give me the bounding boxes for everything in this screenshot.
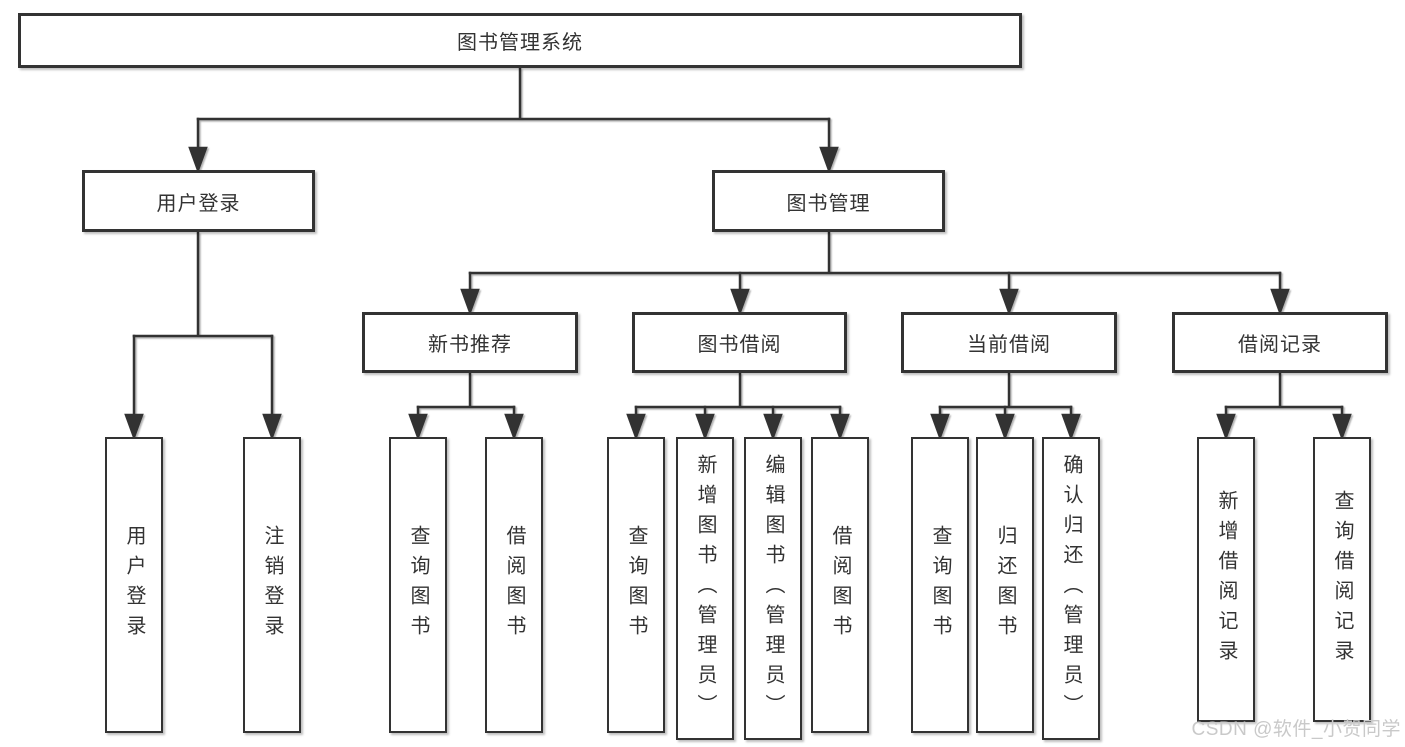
- node-new-book-recommend: 新书推荐: [362, 312, 578, 373]
- leaf-logout: 注销登录: [243, 437, 301, 733]
- arrow-down-icon: [1332, 413, 1352, 441]
- arrow-down-icon: [1216, 413, 1236, 441]
- arrow-down-icon: [504, 413, 524, 441]
- leaf-edit-book-admin: 编辑图书（管理员）: [744, 437, 802, 740]
- arrow-down-icon: [124, 413, 144, 441]
- leaf-query-books-borrowing-label: 查询图书: [625, 525, 647, 645]
- arrow-down-icon: [188, 146, 208, 174]
- arrow-down-icon: [930, 413, 950, 441]
- leaf-return-books: 归还图书: [976, 437, 1034, 733]
- leaf-logout-label: 注销登录: [261, 525, 283, 645]
- arrow-down-icon: [763, 413, 783, 441]
- arrow-down-icon: [730, 288, 750, 316]
- node-user-login: 用户登录: [82, 170, 315, 232]
- leaf-return-books-label: 归还图书: [994, 525, 1016, 645]
- arrow-down-icon: [999, 288, 1019, 316]
- arrow-down-icon: [695, 413, 715, 441]
- leaf-borrow-books-borrowing-label: 借阅图书: [829, 525, 851, 645]
- arrow-down-icon: [460, 288, 480, 316]
- watermark: CSDN @软件_小贺同学: [1191, 719, 1401, 740]
- arrow-down-icon: [408, 413, 428, 441]
- leaf-borrow-books-borrowing: 借阅图书: [811, 437, 869, 733]
- leaf-confirm-return-admin-label: 确认归还（管理员）: [1060, 453, 1082, 724]
- node-book-borrowing: 图书借阅: [632, 312, 847, 373]
- arrow-down-icon: [830, 413, 850, 441]
- leaf-query-borrow-record-label: 查询借阅记录: [1331, 489, 1353, 670]
- leaf-query-borrow-record: 查询借阅记录: [1313, 437, 1371, 722]
- node-book-management: 图书管理: [712, 170, 945, 232]
- leaf-query-books-borrowing: 查询图书: [607, 437, 665, 733]
- leaf-user-login-label: 用户登录: [123, 525, 145, 645]
- arrow-down-icon: [819, 146, 839, 174]
- leaf-add-borrow-record-label: 新增借阅记录: [1215, 489, 1237, 670]
- connector-group: [124, 68, 1352, 441]
- leaf-add-borrow-record: 新增借阅记录: [1197, 437, 1255, 722]
- arrow-down-icon: [626, 413, 646, 441]
- node-current-borrowing: 当前借阅: [901, 312, 1117, 373]
- arrow-down-icon: [262, 413, 282, 441]
- leaf-user-login: 用户登录: [105, 437, 163, 733]
- leaf-query-books-current: 查询图书: [911, 437, 969, 733]
- leaf-query-books-recommend-label: 查询图书: [407, 525, 429, 645]
- leaf-confirm-return-admin: 确认归还（管理员）: [1042, 437, 1100, 740]
- leaf-add-book-admin-label: 新增图书（管理员）: [694, 453, 716, 724]
- leaf-borrow-books-recommend-label: 借阅图书: [503, 525, 525, 645]
- leaf-add-book-admin: 新增图书（管理员）: [676, 437, 734, 740]
- leaf-edit-book-admin-label: 编辑图书（管理员）: [762, 453, 784, 724]
- leaf-borrow-books-recommend: 借阅图书: [485, 437, 543, 733]
- arrow-down-icon: [1061, 413, 1081, 441]
- node-borrowing-records: 借阅记录: [1172, 312, 1388, 373]
- leaf-query-books-recommend: 查询图书: [389, 437, 447, 733]
- node-library-management-system: 图书管理系统: [18, 13, 1022, 68]
- arrow-down-icon: [1270, 288, 1290, 316]
- leaf-query-books-current-label: 查询图书: [929, 525, 951, 645]
- arrow-down-icon: [995, 413, 1015, 441]
